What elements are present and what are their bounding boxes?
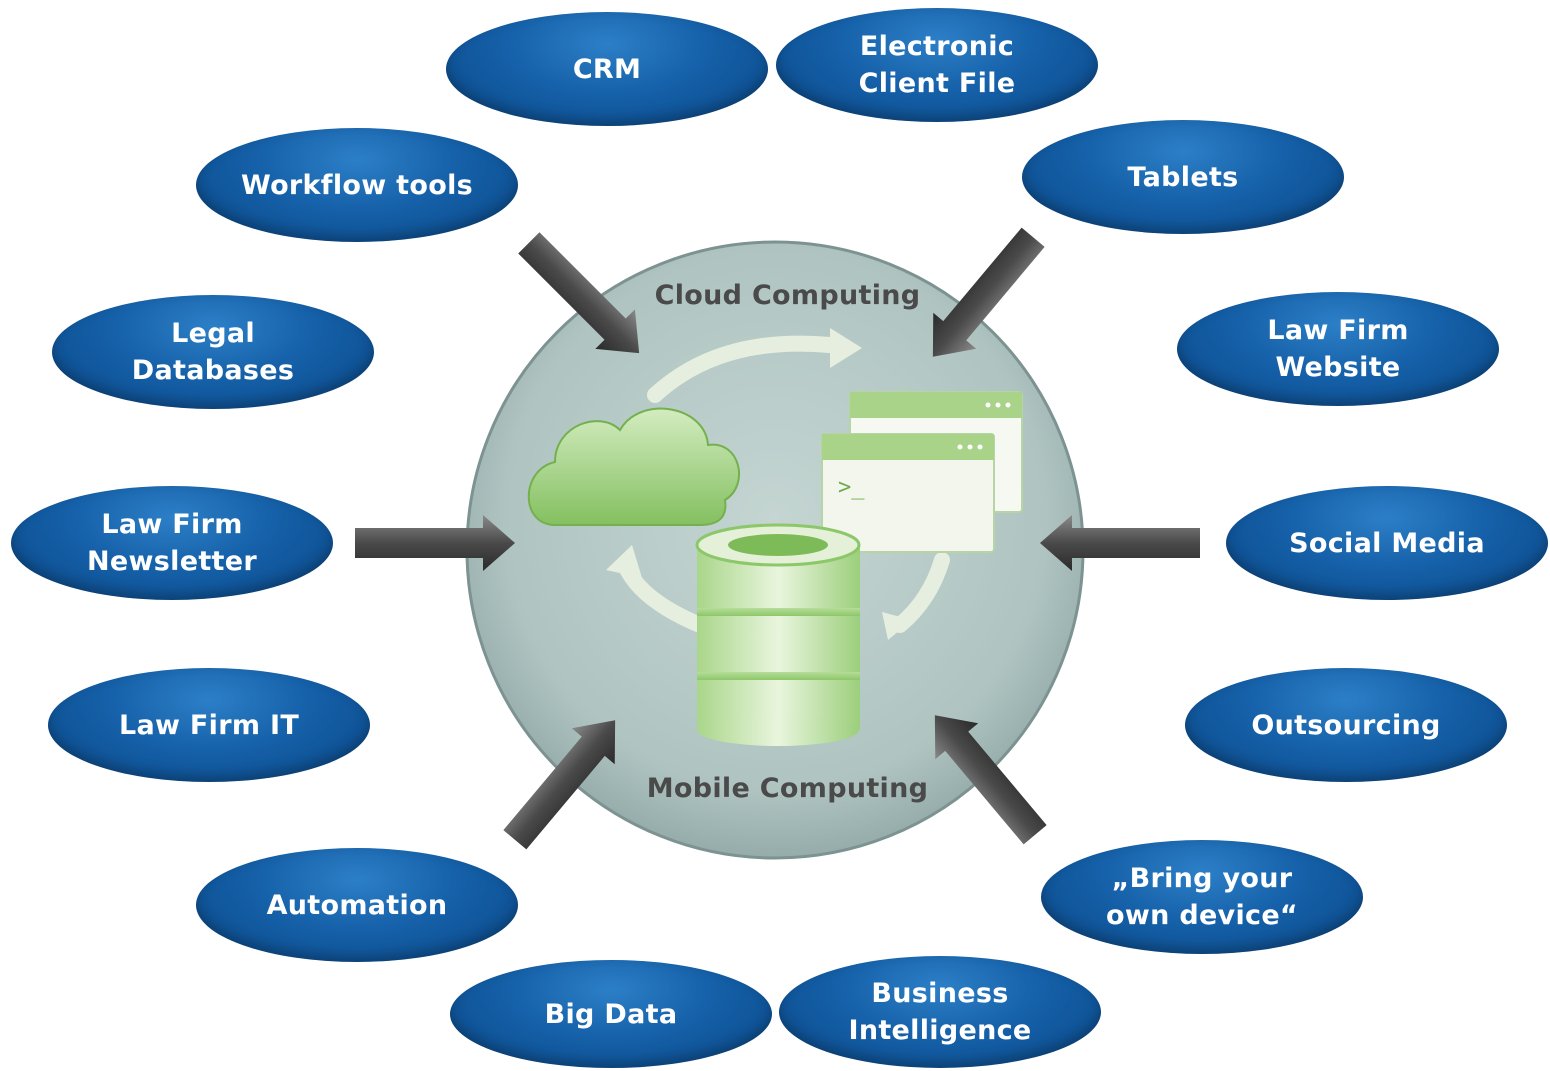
arrow-left <box>355 515 515 571</box>
arrow-right <box>1040 515 1200 571</box>
oval-label: Tablets <box>1127 161 1239 193</box>
arrow-bottom-left <box>503 720 616 850</box>
cloud-icon <box>527 407 741 526</box>
oval-law-firm-website: Law Firm Website <box>1177 292 1499 406</box>
hub-top-label: Cloud Computing <box>654 280 921 311</box>
oval-crm: CRM <box>446 12 768 126</box>
oval-tablets: Tablets <box>1022 120 1344 234</box>
oval-legal-databases: Legal Databases <box>52 295 374 409</box>
oval-label: Law Firm IT <box>118 709 300 741</box>
oval-big-data: Big Data <box>450 960 772 1068</box>
oval-workflow-tools: Workflow tools <box>196 128 518 242</box>
oval-label: Outsourcing <box>1251 709 1441 741</box>
oval-automation: Automation <box>196 848 518 962</box>
oval-label: Law Firm Newsletter <box>87 509 257 577</box>
oval-label: Legal Databases <box>131 318 295 386</box>
oval-law-firm-it: Law Firm IT <box>48 668 370 782</box>
arrow-top-left <box>518 232 640 354</box>
oval-outsourcing: Outsourcing <box>1185 668 1507 782</box>
svg-text:>_: >_ <box>838 475 865 500</box>
oval-label: CRM <box>572 53 642 85</box>
oval-business-intelligence: Business Intelligence <box>779 956 1101 1068</box>
oval-label: „Bring your own device“ <box>1106 863 1298 931</box>
oval-label: Big Data <box>544 998 678 1030</box>
oval-label: Electronic Client File <box>858 31 1016 99</box>
oval-law-firm-newsletter: Law Firm Newsletter <box>11 486 333 600</box>
arrow-bottom-right <box>934 715 1047 845</box>
oval-label: Automation <box>266 889 448 921</box>
oval-label: Business Intelligence <box>848 978 1032 1046</box>
oval-label: Social Media <box>1289 527 1485 559</box>
oval-label: Law Firm Website <box>1267 315 1409 383</box>
oval-label: Workflow tools <box>240 169 474 201</box>
oval-bring-your-own-device: „Bring your own device“ <box>1041 840 1363 954</box>
oval-social-media: Social Media <box>1226 486 1548 600</box>
oval-electronic-client-file: Electronic Client File <box>776 8 1098 122</box>
database-icon <box>695 523 861 746</box>
terminal-window-icon: >_ <box>821 391 1023 553</box>
inbound-arrows <box>355 227 1200 850</box>
hub-bottom-label: Mobile Computing <box>646 773 929 804</box>
arrow-top-right <box>932 227 1045 357</box>
